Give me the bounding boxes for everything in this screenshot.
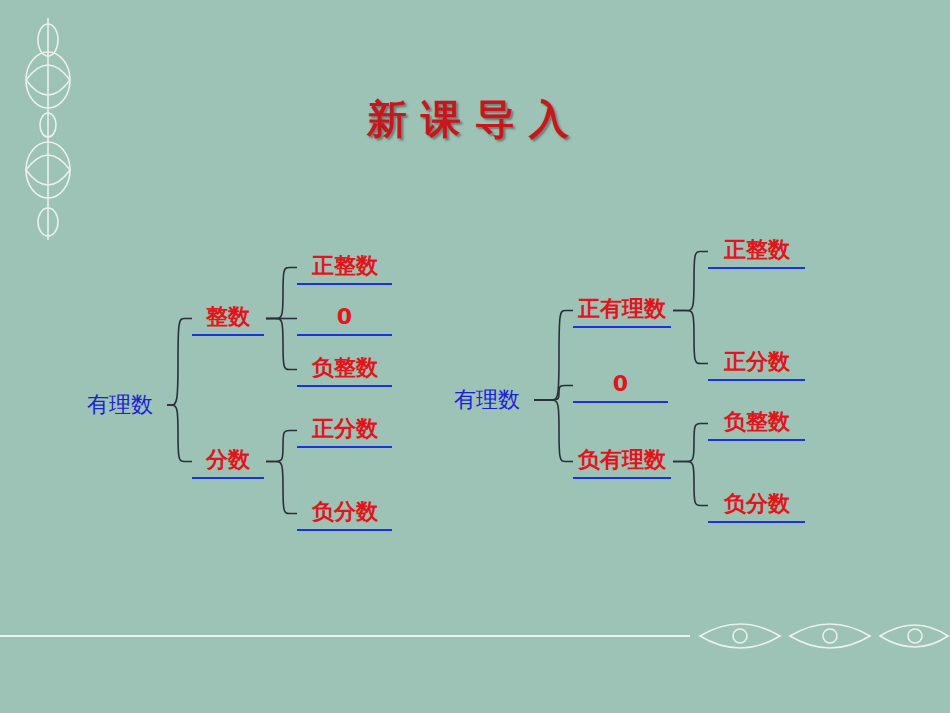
root-term: 有理数 <box>442 384 532 417</box>
slide-title: 新课导入 <box>0 92 950 147</box>
brace-connector <box>167 405 192 462</box>
brace-connector <box>534 311 573 401</box>
brace-connector <box>534 400 573 462</box>
category-text: 正分数 <box>312 415 378 443</box>
category-text: 正分数 <box>724 348 790 376</box>
category-blank: 负分数 <box>708 488 805 523</box>
category-text: 0 <box>337 303 352 331</box>
category-text: 有理数 <box>454 386 520 414</box>
category-text: 有理数 <box>87 391 153 419</box>
category-blank: 整数 <box>192 301 264 336</box>
category-blank: 正整数 <box>708 234 805 269</box>
category-blank: 正整数 <box>297 250 392 285</box>
category-text: 负分数 <box>312 498 378 526</box>
brace-connector <box>673 311 708 364</box>
category-text: 负整数 <box>724 408 790 436</box>
brace-connector <box>673 252 708 311</box>
category-blank: 正分数 <box>708 346 805 381</box>
left-ornament <box>26 18 70 240</box>
category-blank: 0 <box>573 368 668 403</box>
category-text: 负分数 <box>724 490 790 518</box>
category-blank: 正分数 <box>297 413 392 448</box>
brace-connector <box>266 319 297 370</box>
category-blank: 负分数 <box>297 496 392 531</box>
category-blank: 0 <box>297 301 392 336</box>
category-text: 分数 <box>206 446 250 474</box>
category-text: 正整数 <box>312 252 378 280</box>
category-text: 正有理数 <box>578 295 666 323</box>
category-text: 整数 <box>206 303 250 331</box>
category-text: 正整数 <box>724 236 790 264</box>
category-text: 负整数 <box>312 354 378 382</box>
category-text: 0 <box>613 370 628 398</box>
category-blank: 负整数 <box>708 406 805 441</box>
brace-connector <box>266 462 297 514</box>
brace-connector <box>266 268 297 319</box>
category-text: 负有理数 <box>578 446 666 474</box>
category-blank: 负有理数 <box>573 444 671 479</box>
category-blank: 正有理数 <box>573 293 671 328</box>
root-term: 有理数 <box>75 389 165 422</box>
bottom-ornament <box>0 624 948 648</box>
brace-connector <box>534 386 573 401</box>
brace-connector <box>673 424 708 462</box>
category-blank: 分数 <box>192 444 264 479</box>
brace-connector <box>167 319 192 406</box>
brace-connector <box>673 462 708 506</box>
category-blank: 负整数 <box>297 352 392 387</box>
brace-connector <box>266 431 297 462</box>
